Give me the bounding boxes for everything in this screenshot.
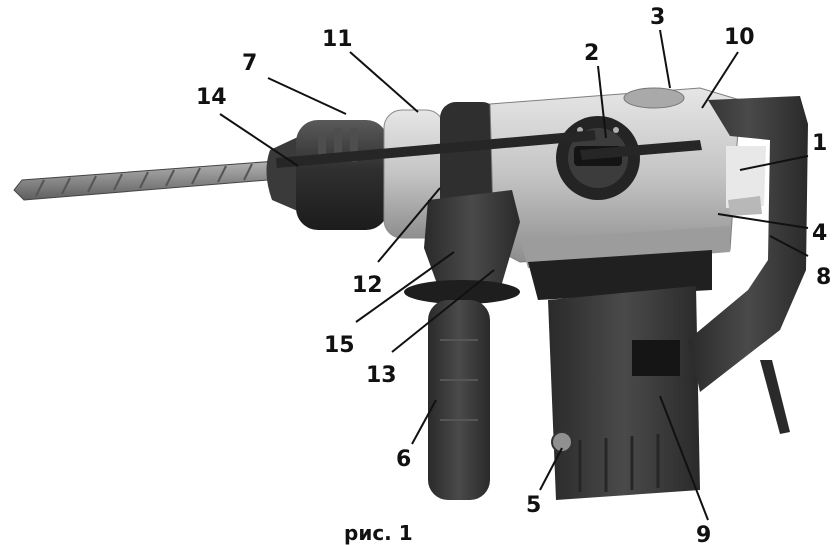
leader-1	[739, 155, 809, 171]
callout-13: 13	[366, 363, 397, 388]
callout-1: 1	[812, 131, 827, 156]
aux-handle-clamp	[404, 190, 520, 304]
callout-15: 15	[324, 333, 355, 358]
callout-2: 2	[584, 41, 599, 66]
leader-7	[267, 77, 347, 115]
drill-bit	[13, 159, 293, 201]
leader-3	[659, 29, 671, 89]
leader-lines	[219, 29, 809, 521]
leader-9	[659, 395, 709, 521]
chuck	[266, 120, 388, 230]
callout-6: 6	[396, 447, 411, 472]
callout-labels: 1 2 3 4 5 6 7 8 9 10 11 12 13 14 15	[196, 5, 831, 545]
callout-12: 12	[352, 273, 383, 298]
leader-6	[411, 399, 437, 445]
leader-8	[769, 235, 809, 257]
callout-10: 10	[724, 25, 755, 50]
callout-11: 11	[322, 27, 353, 52]
leader-12	[377, 187, 441, 263]
depth-gauge	[276, 130, 702, 168]
callout-5: 5	[526, 493, 541, 518]
leader-2	[597, 65, 607, 139]
callout-4: 4	[812, 221, 827, 246]
figure-caption: рис. 1	[344, 521, 413, 545]
leader-4	[717, 213, 809, 229]
callout-3: 3	[650, 5, 665, 30]
rear-handle	[688, 96, 808, 434]
leader-5	[539, 447, 563, 491]
leader-11	[349, 51, 419, 113]
callout-9: 9	[696, 523, 711, 545]
callout-14: 14	[196, 85, 227, 110]
aux-handle	[428, 300, 490, 500]
callout-7: 7	[242, 51, 257, 76]
leader-14	[219, 113, 299, 167]
callout-8: 8	[816, 265, 831, 290]
leader-13	[391, 269, 495, 353]
leader-15	[355, 251, 455, 323]
leader-10	[701, 51, 739, 109]
motor-body	[528, 250, 712, 500]
